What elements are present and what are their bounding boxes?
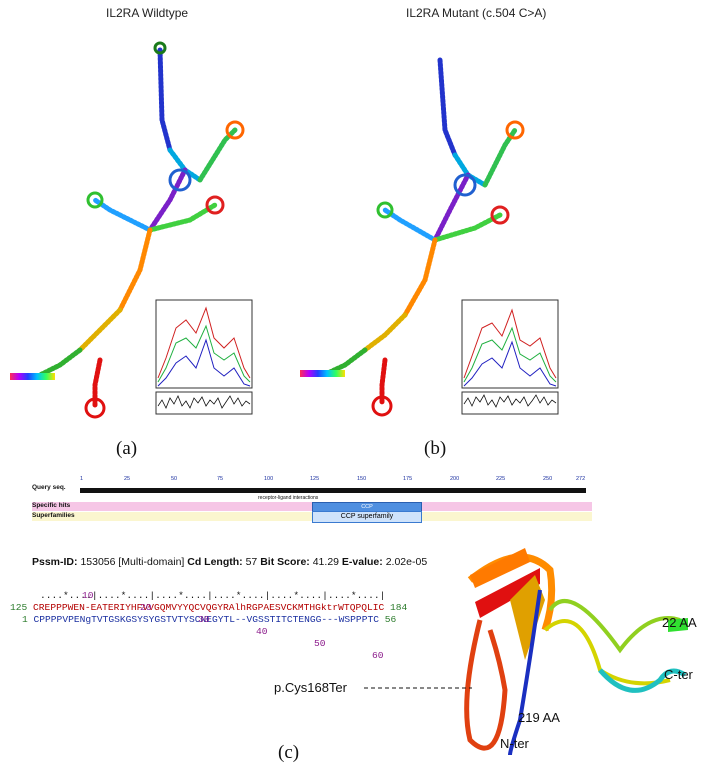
- ruler-tick: 175: [403, 476, 413, 482]
- interaction-label: receptor-ligand interactions: [258, 495, 319, 501]
- position-number: 30: [198, 614, 210, 625]
- panel-b-label: (b): [424, 438, 447, 459]
- bit-score-value: 41.29: [312, 556, 339, 568]
- evalue-value: 2.02e-05: [385, 556, 428, 568]
- label-22aa: 22 AA: [662, 615, 697, 630]
- query-seq-bar: [80, 488, 586, 493]
- bit-score-label: Bit Score:: [260, 556, 310, 568]
- row2-sequence: CPPPPVPENgTVTGSKGSYSYGSTVTYSCNEGYTL--VGS…: [33, 614, 379, 625]
- position-number: 20: [140, 602, 152, 613]
- ruler-tick: 150: [357, 476, 367, 482]
- ruler-tick: 25: [124, 476, 131, 482]
- beta-strand: [510, 575, 545, 660]
- alignment-marker-line: ....*....|....*....|....*....|....*....|…: [40, 590, 386, 601]
- protein-3d-structure: [464, 548, 688, 756]
- label-nter: N-ter: [500, 736, 529, 751]
- ruler-tick: 200: [450, 476, 460, 482]
- wildtype-rna-structure: [10, 41, 245, 419]
- cd-length-label: Cd Length:: [187, 556, 243, 568]
- position-number: 50: [314, 638, 326, 649]
- ruler-tick: 225: [496, 476, 506, 482]
- alignment-hit-row: 1 CPPPPVPENgTVTGSKGSYSYGSTVTYSCNEGYTL--V…: [10, 614, 430, 626]
- ruler-tick: 50: [171, 476, 178, 482]
- row2-start: 1: [22, 614, 28, 625]
- panel-c-label: (c): [278, 742, 300, 763]
- evalue-label: E-value:: [341, 556, 383, 568]
- pssm-label: Pssm-ID:: [32, 556, 78, 568]
- mutation-label: p.Cys168Ter: [274, 680, 347, 695]
- panel-b-title: IL2RA Mutant (c.504 C>A): [406, 6, 547, 20]
- label-cter: C-ter: [664, 667, 693, 682]
- ruler-tick: 272: [576, 476, 586, 482]
- domain-stats: Pssm-ID: 153056 [Multi-domain] Cd Length…: [32, 556, 427, 568]
- ruler-tick: 250: [543, 476, 553, 482]
- position-number: 40: [256, 626, 268, 637]
- position-number: 10: [82, 590, 94, 601]
- beta-strand: [475, 568, 540, 618]
- ruler-ticks: 1 25 50 75 100 125 150 175 200 225 250 2…: [80, 476, 586, 486]
- conserved-domain-map: Query seq. 1 25 50 75 100 125 150 175 20…: [0, 474, 600, 523]
- row1-sequence: CREPPPWEN-EATERIYHFVVGQMVYYQCVQGYRAlhRGP…: [33, 602, 385, 613]
- pssm-value: 153056 [Multi-domain]: [80, 556, 185, 568]
- mutant-entropy-plot: [461, 299, 559, 415]
- mutation-pointer-line: [364, 687, 472, 689]
- ruler-tick: 1: [80, 476, 84, 482]
- ccp-superfamily-box[interactable]: CCP superfamily: [312, 511, 422, 523]
- panel-a-label: (a): [116, 438, 138, 459]
- ruler-tick: 125: [310, 476, 320, 482]
- label-219aa: 219 AA: [518, 710, 560, 725]
- row2-end: 56: [384, 614, 397, 625]
- mutant-rna-structure: [300, 57, 525, 417]
- ruler-tick: 75: [217, 476, 224, 482]
- beta-strand: [470, 548, 530, 588]
- ruler-tick: 100: [264, 476, 274, 482]
- row1-start: 125: [10, 602, 28, 613]
- specific-hits-label: Specific hits: [32, 502, 71, 509]
- query-seq-label: Query seq.: [32, 484, 66, 491]
- alignment-position-numbers: 10 20 30 40 50 60: [10, 578, 430, 661]
- alignment-query-row: 125 CREPPPWEN-EATERIYHFVVGQMVYYQCVQGYRAl…: [10, 602, 430, 614]
- position-number: 60: [372, 650, 384, 661]
- cd-length-value: 57: [245, 556, 258, 568]
- row1-end: 184: [390, 602, 408, 613]
- panel-a-title: IL2RA Wildtype: [106, 6, 189, 20]
- superfamilies-label: Superfamilies: [32, 512, 75, 519]
- sequence-alignment: 10 20 30 40 50 60 ....*....|....*....|..…: [10, 578, 430, 661]
- wildtype-entropy-plot: [155, 299, 253, 415]
